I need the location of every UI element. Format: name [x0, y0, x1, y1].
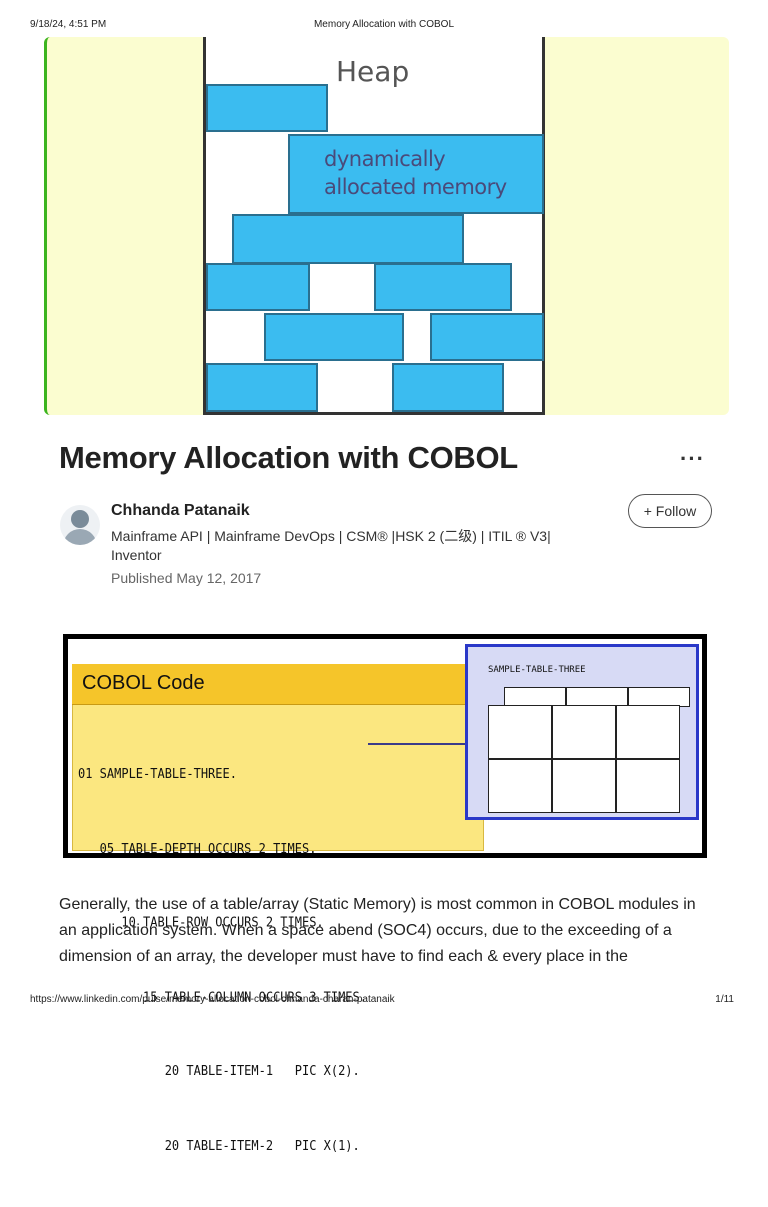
avatar-head: [71, 510, 89, 528]
cobol-figure: COBOL Code 01 SAMPLE-TABLE-THREE. 05 TAB…: [63, 634, 707, 1153]
code-line: 20 TABLE-ITEM-1 PIC X(2).: [78, 1062, 360, 1079]
published-date: Published May 12, 2017: [111, 570, 262, 586]
article-body-paragraph: Generally, the use of a table/array (Sta…: [59, 896, 696, 965]
follow-button[interactable]: + Follow: [628, 494, 712, 528]
table-cell: [504, 687, 566, 707]
heap-caption-line2: allocated memory: [324, 175, 507, 199]
code-line: 01 SAMPLE-TABLE-THREE.: [78, 765, 237, 782]
memory-block: [392, 363, 504, 412]
memory-block: [374, 263, 512, 311]
print-datetime: 9/18/24, 4:51 PM: [30, 19, 107, 30]
print-header: 9/18/24, 4:51 PM Memory Allocation with …: [0, 19, 768, 33]
memory-block: [430, 313, 544, 361]
table-cell: [628, 687, 690, 707]
memory-block: [206, 263, 310, 311]
heap-label: Heap: [336, 55, 410, 88]
memory-block: [232, 214, 464, 264]
print-footer: https://www.linkedin.com/pulse/memory-al…: [0, 994, 768, 1008]
heap-diagram: Heap dynamically allocated memory: [203, 37, 545, 415]
hero-image: Heap dynamically allocated memory: [44, 37, 729, 415]
table-cell: [616, 759, 680, 813]
cobol-figure-inner: COBOL Code 01 SAMPLE-TABLE-THREE. 05 TAB…: [68, 639, 702, 1153]
connector-arrow: [368, 743, 481, 745]
code-title: COBOL Code: [82, 672, 205, 694]
author-headline: Mainframe API | Mainframe DevOps | CSM® …: [111, 528, 551, 563]
avatar[interactable]: [60, 505, 100, 545]
table-cell: [552, 759, 616, 813]
more-horizontal-icon[interactable]: ···: [680, 446, 705, 471]
code-line: 10 TABLE-ROW OCCURS 2 TIMES.: [78, 914, 324, 930]
code-line: 05 TABLE-DEPTH OCCURS 2 TIMES.: [78, 840, 317, 856]
memory-block: [206, 363, 318, 412]
table-cell: [616, 705, 680, 759]
print-page-number: 1/11: [715, 994, 734, 1005]
table-cell: [488, 705, 552, 759]
table-cell: [488, 759, 552, 813]
author-name[interactable]: Chhanda Patanaik: [111, 502, 250, 519]
table-diagram: SAMPLE-TABLE-THREE: [465, 644, 699, 820]
print-doc-title: Memory Allocation with COBOL: [313, 19, 455, 30]
table-cell: [566, 687, 628, 707]
code-header: COBOL Code: [72, 664, 482, 705]
article-title: Memory Allocation with COBOL: [59, 440, 518, 475]
memory-block: [206, 84, 328, 132]
code-line: 20 TABLE-ITEM-2 PIC X(1).: [78, 1137, 360, 1153]
avatar-torso: [63, 529, 97, 545]
memory-block: [288, 134, 544, 214]
memory-block: [264, 313, 404, 361]
code-line: 15 TABLE-COLUMN OCCURS 3 TIMES.: [78, 988, 367, 1005]
heap-caption-line1: dynamically: [324, 147, 446, 171]
print-url: https://www.linkedin.com/pulse/memory-al…: [30, 994, 395, 1005]
table-diagram-label: SAMPLE-TABLE-THREE: [488, 665, 586, 675]
table-cell: [552, 705, 616, 759]
heap-caption: dynamically allocated memory: [324, 145, 507, 201]
